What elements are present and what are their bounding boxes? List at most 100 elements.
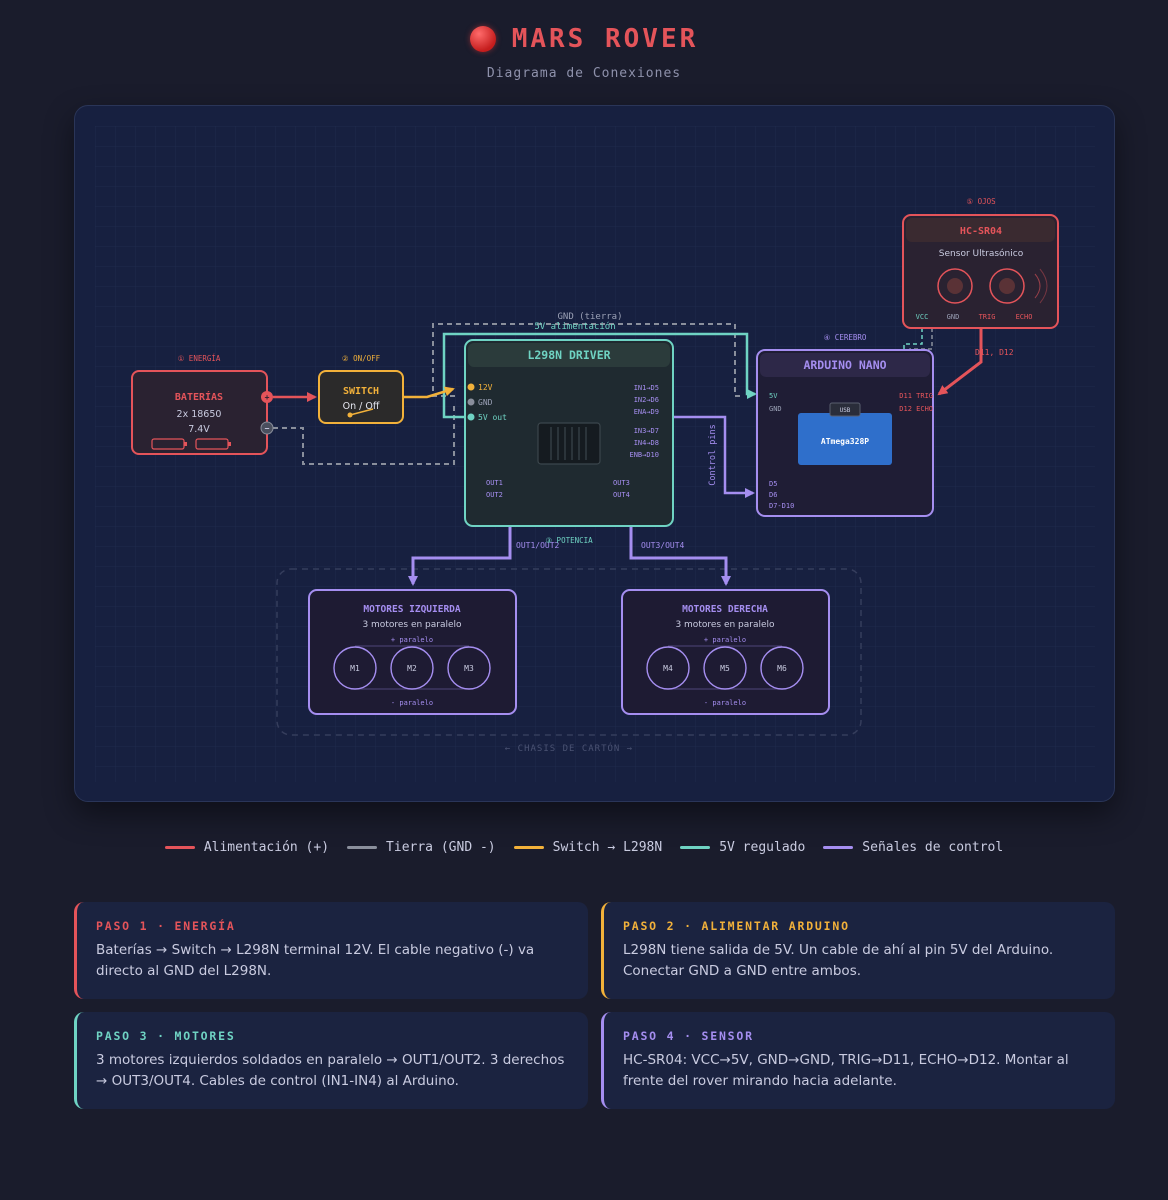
step-card-4: PASO 4 · SENSOR HC-SR04: VCC→5V, GND→GND…: [601, 1012, 1115, 1109]
step-card-1: PASO 1 · ENERGÍA Baterías → Switch → L29…: [74, 902, 588, 999]
battery-box: [131, 370, 268, 455]
legend-item-regulated: 5V regulado: [680, 840, 805, 855]
arduino-pin-label: D12 ECHO: [899, 405, 933, 413]
sensor-pin-label: GND: [947, 313, 960, 321]
driver-out-pin: OUT1: [486, 479, 503, 487]
sensor-title: HC-SR04: [960, 226, 1002, 237]
gnd-arduino-wire: [432, 323, 741, 397]
red-circle-icon: [469, 26, 496, 52]
legend-item-switch: Switch → L298N: [513, 840, 662, 855]
usb-label: USB: [840, 407, 851, 414]
out12-wire: [408, 527, 512, 586]
l298n-driver-module: L298N DRIVER 12V GND 5V out IN1→D5 IN2→D…: [464, 339, 674, 545]
motor-label: M2: [407, 664, 417, 673]
legend-swatch: [680, 846, 711, 849]
legend-label: Tierra (GND -): [386, 840, 496, 855]
legend-label: Señales de control: [862, 840, 1004, 855]
motor-label: M3: [464, 664, 474, 673]
step-title: PASO 1 · ENERGÍA: [96, 919, 236, 933]
d11-d12-label: D11, D12: [975, 348, 1014, 357]
gnd-wire-label: GND (tierra): [557, 312, 622, 322]
legend-label: 5V regulado: [719, 840, 806, 855]
step-title: PASO 2 · ALIMENTAR ARDUINO: [623, 919, 850, 933]
page-title: MARS ROVER: [511, 24, 699, 54]
step-title: PASO 3 · MOTORES: [96, 1029, 236, 1043]
control-pins-wire: [674, 415, 755, 498]
sensor-pin-label: VCC: [916, 313, 929, 321]
wiring-diagram: ← CHASIS DE CARTÓN → GND (tierra) 5V ali…: [95, 126, 1095, 782]
battery-line2: 7.4V: [188, 424, 210, 435]
sensor-section-label: ⑤ OJOS: [966, 197, 996, 206]
battery-line1: 2x 18650: [177, 409, 222, 420]
5v-wire-label: 5V alimentación: [534, 321, 615, 332]
driver-out-pin: OUT3: [613, 479, 630, 487]
driver-pin-label: 12V: [478, 383, 493, 392]
driver-pin-5v: [467, 413, 475, 421]
motor-icon: [703, 646, 747, 690]
motor-icon: [447, 646, 491, 690]
motors-right-title: MOTORES DERECHA: [682, 604, 768, 615]
parallel-plus-label: + paralelo: [704, 636, 746, 644]
battery-positive-terminal: [261, 391, 273, 403]
atmega-chip: [798, 413, 892, 465]
battery-section-label: ① ENERGÍA: [178, 354, 221, 363]
legend-swatch: [823, 846, 854, 849]
out34-label: OUT3/OUT4: [641, 541, 685, 550]
arduino-pin-label: D7-D10: [769, 502, 794, 510]
page-subtitle: Diagrama de Conexiones: [486, 66, 682, 81]
driver-control-pin: IN4→D8: [634, 439, 659, 447]
legend-item-power: Alimentación (+): [164, 840, 329, 855]
driver-control-pin: ENA→D9: [634, 408, 659, 416]
driver-pin-gnd: [467, 398, 475, 406]
out34-wire: [629, 527, 731, 586]
legend-item-signal: Señales de control: [823, 840, 1003, 855]
switch-title: SWITCH: [343, 386, 379, 397]
step-card-3: PASO 3 · MOTORES 3 motores izquierdos so…: [74, 1012, 588, 1109]
switch-box: [318, 370, 404, 424]
motor-label: M4: [663, 664, 673, 673]
wiring-diagram-panel: ← CHASIS DE CARTÓN → GND (tierra) 5V ali…: [74, 105, 1115, 802]
driver-control-pin: IN1→D5: [634, 384, 659, 392]
arduino-pin-label: D6: [769, 491, 777, 499]
header: MARS ROVER Diagrama de Conexiones: [0, 24, 1168, 81]
step-title: PASO 4 · SENSOR: [623, 1029, 754, 1043]
sensor-box: [902, 214, 1059, 329]
step-body: Baterías → Switch → L298N terminal 12V. …: [96, 942, 535, 979]
arduino-title: ARDUINO NANO: [803, 358, 886, 372]
battery-minus-sign: −: [265, 424, 270, 433]
motors-left-module: MOTORES IZQUIERDA 3 motores en paralelo …: [308, 589, 517, 715]
legend-item-ground: Tierra (GND -): [347, 840, 496, 855]
motor-label: M6: [777, 664, 787, 673]
motors-left-subtitle: 3 motores en paralelo: [362, 620, 462, 630]
driver-pin-12v: [467, 383, 475, 391]
driver-control-pin: ENB→D10: [629, 451, 659, 459]
switch-module: ② ON/OFF SWITCH On / Off: [318, 354, 404, 424]
legend-swatch: [347, 846, 378, 849]
control-pins-label: Control pins: [708, 424, 718, 485]
step-card-2: PASO 2 · ALIMENTAR ARDUINO L298N tiene s…: [601, 902, 1115, 999]
driver-out-pin: OUT4: [613, 491, 630, 499]
battery-negative-terminal: [260, 421, 274, 435]
arduino-pin-label: D11 TRIG: [899, 392, 933, 400]
arduino-nano-module: ④ CEREBRO ARDUINO NANO 5V GND D5 D6 D7-D…: [756, 333, 934, 517]
parallel-plus-label: + paralelo: [391, 636, 433, 644]
legend: Alimentación (+) Tierra (GND -) Switch →…: [0, 840, 1168, 855]
driver-pin-label: GND: [478, 398, 493, 407]
driver-section-label: ③ POTENCIA: [545, 536, 593, 545]
parallel-minus-label: - paralelo: [391, 699, 433, 707]
switch-12v-wire: [403, 386, 455, 399]
driver-title: L298N DRIVER: [527, 348, 610, 362]
sensor-pin-label: TRIG: [979, 313, 996, 321]
sensor-signal-wire: [937, 328, 983, 396]
driver-out-pin: OUT2: [486, 491, 503, 499]
motors-right-subtitle: 3 motores en paralelo: [675, 620, 775, 630]
5v-wire: [442, 332, 757, 419]
parallel-minus-label: - paralelo: [704, 699, 746, 707]
chassis-label: ← CHASIS DE CARTÓN →: [505, 742, 633, 754]
sensor-subtitle: Sensor Ultrasónico: [939, 248, 1024, 259]
chassis-outline: [276, 568, 862, 736]
battery-gnd-wire: [273, 403, 455, 465]
chip-label: ATmega328P: [821, 437, 869, 446]
driver-control-pin: IN2→D6: [634, 396, 659, 404]
step-body: L298N tiene salida de 5V. Un cable de ah…: [623, 942, 1054, 979]
